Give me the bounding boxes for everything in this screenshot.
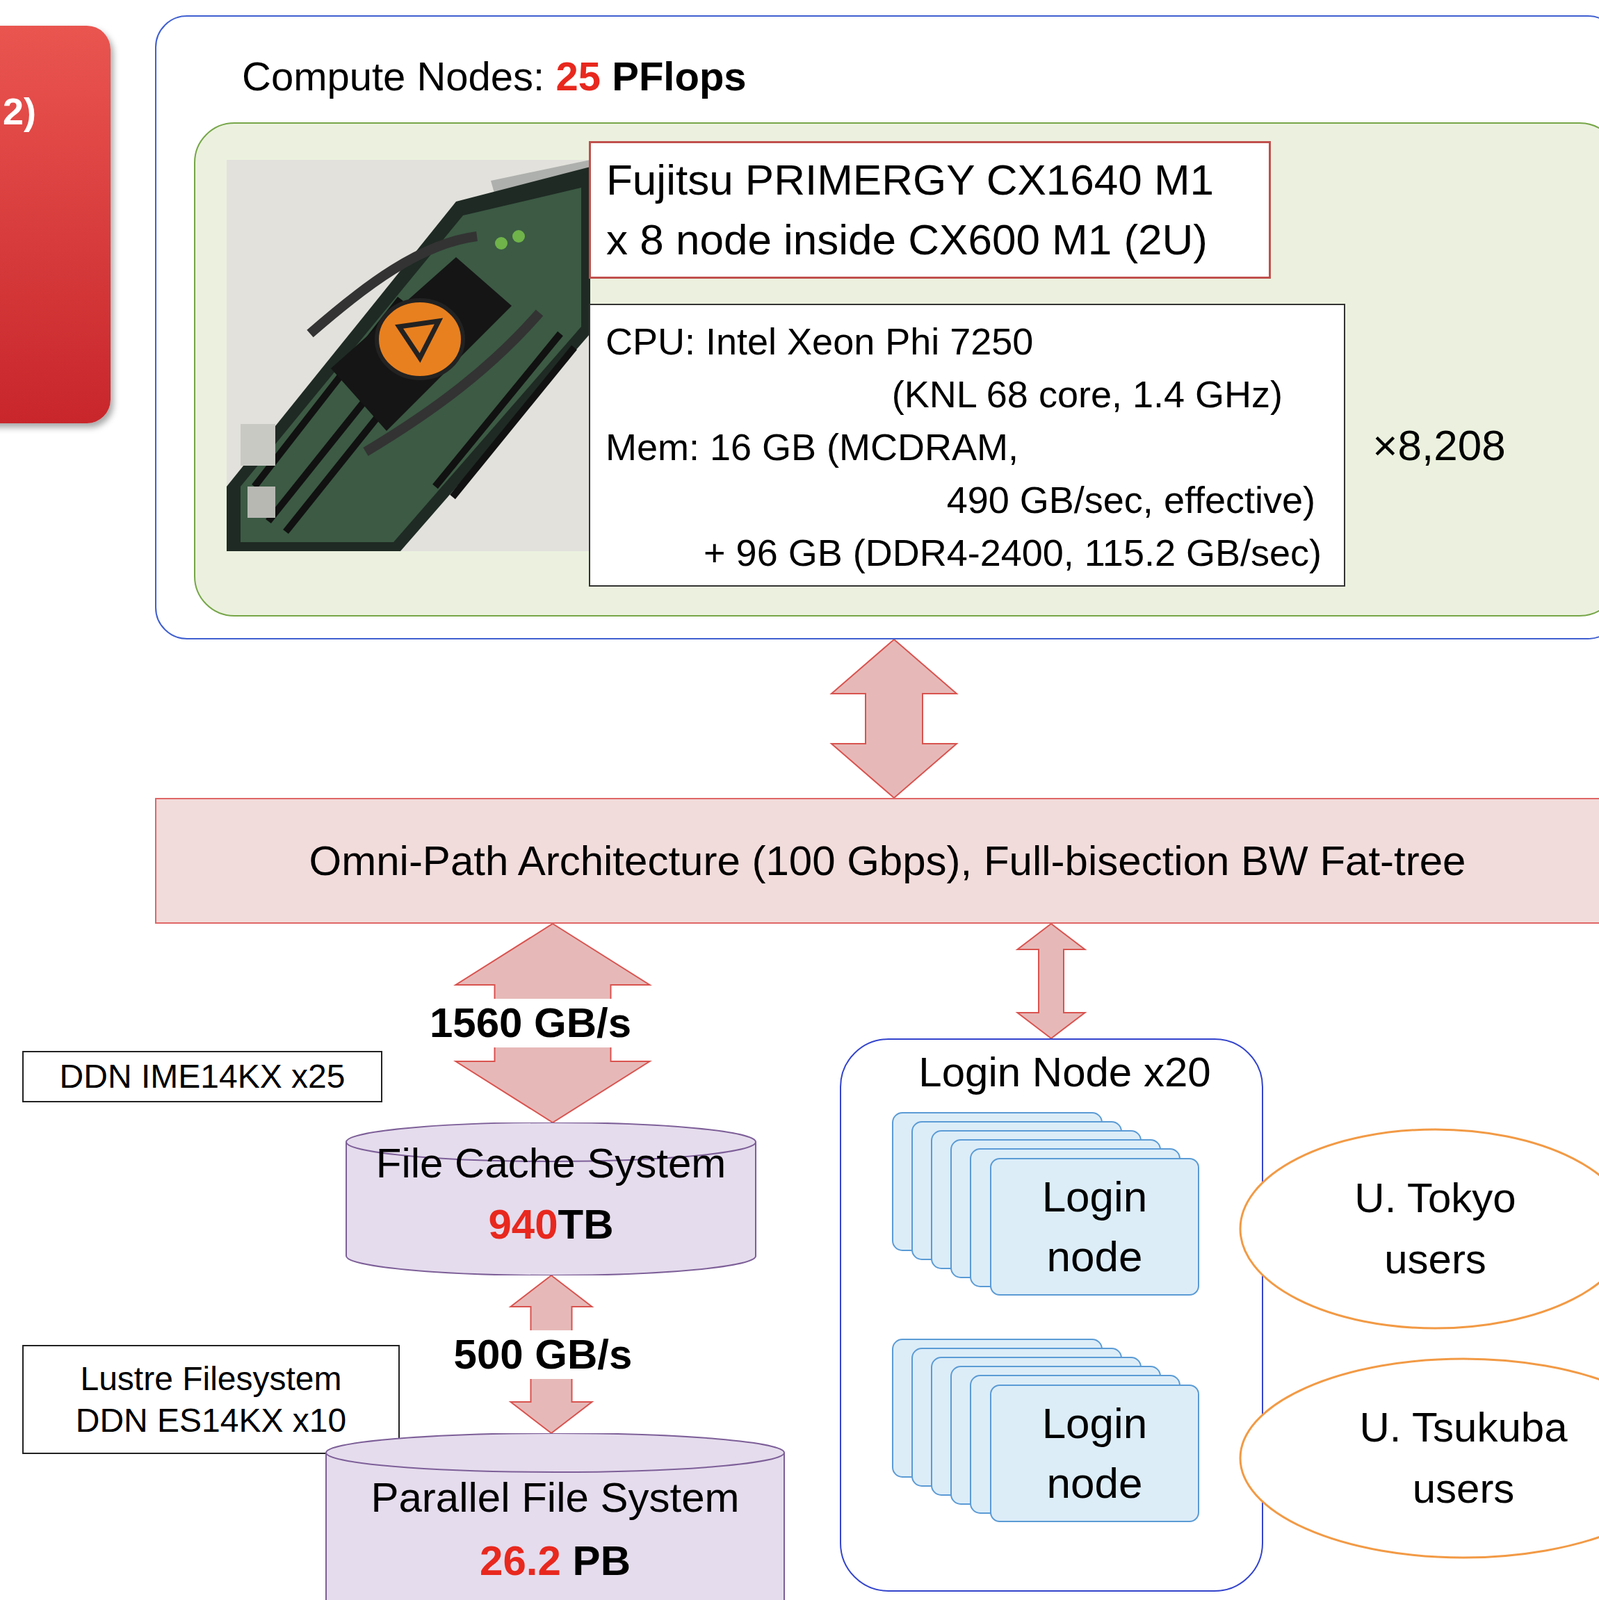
cylinder-body <box>326 1433 785 1600</box>
label-box: Lustre Filesystem DDN ES14KX x10 <box>22 1345 400 1455</box>
storage-cylinder: Parallel File System 26.2PB <box>324 1433 786 1600</box>
node-text: 25 <box>555 53 601 99</box>
cylinder-body <box>346 1122 756 1276</box>
node-text: U. Tokyo users <box>1331 1167 1540 1291</box>
block-arrow <box>1017 923 1086 1039</box>
login-group: Login Node x20Login nodeLogin node <box>839 1038 1264 1593</box>
label-box: DDN IME14KX x25 <box>22 1051 383 1103</box>
block-arrow <box>831 639 957 799</box>
illustration-part <box>399 321 439 359</box>
node-text: PB <box>572 1537 631 1585</box>
ellipse-outline <box>1240 1359 1599 1558</box>
illustration-part <box>452 347 575 498</box>
node-text: Login node <box>1011 1393 1179 1514</box>
ellipse-shape <box>1238 1357 1599 1561</box>
node-text: DDN IME14KX x25 <box>59 1056 346 1098</box>
node-text: File Cache System <box>376 1140 727 1187</box>
text-line: Parallel File System <box>324 1473 786 1523</box>
node-text: 490 GB/sec, effective) <box>946 479 1316 521</box>
illustration-part <box>240 187 582 543</box>
node-text: Login node <box>1011 1167 1179 1287</box>
ellipse-shape <box>1238 1127 1599 1331</box>
login-node-card: Login node <box>989 1158 1200 1296</box>
server-model-box: Fujitsu PRIMERGY CX1640 M1 x 8 node insi… <box>588 141 1271 279</box>
node-text: 26.2 <box>479 1537 562 1585</box>
spec-box: CPU: Intel Xeon Phi 7250 (KNL 68 core, 1.… <box>588 303 1346 587</box>
node-text: Fujitsu PRIMERGY CX1640 M1 x 8 node insi… <box>606 150 1232 270</box>
node-text: Parallel File System <box>370 1474 740 1522</box>
node-text: TB <box>558 1201 614 1248</box>
cylinder-lip <box>326 1453 785 1473</box>
bandwidth-label: 1560 GB/s <box>424 999 637 1048</box>
node-text: + 96 GB (DDR4-2400, 115.2 GB/sec) <box>703 531 1322 574</box>
node-text: PFlops <box>611 53 746 99</box>
storage-cylinder: File Cache System 940TB <box>344 1122 758 1276</box>
text-line: File Cache System <box>344 1139 758 1189</box>
illustration-part <box>494 237 508 250</box>
node-text: Mem: 16 GB (MCDRAM, <box>605 426 1019 468</box>
illustration-part <box>254 298 575 532</box>
text-line: Mem: 16 GB (MCDRAM, <box>605 420 1344 474</box>
text-line: Compute Nodes:25PFlops <box>241 51 1599 102</box>
text-line: 940TB <box>344 1200 758 1250</box>
user-ellipse: U. Tokyo users <box>1238 1127 1599 1331</box>
illustration-part <box>226 166 591 552</box>
text-line: + 96 GB (DDR4-2400, 115.2 GB/sec) <box>590 526 1322 580</box>
node-text: 940 <box>488 1201 558 1248</box>
illustration-part <box>247 486 276 518</box>
login-node-card: Login node <box>989 1384 1200 1523</box>
board-photo <box>226 159 591 552</box>
node-text: 2) <box>2 90 37 133</box>
node-group: ×8,208 Fujitsu PRIMERGY CX1640 M1 x 8 nod… <box>193 122 1599 617</box>
node-text: Lustre Filesystem DDN ES14KX x10 <box>41 1358 382 1442</box>
bandwidth-label: 500 GB/s <box>448 1330 639 1380</box>
text-line: 490 GB/sec, effective) <box>590 473 1316 527</box>
node-text: CPU: Intel Xeon Phi 7250 <box>605 320 1034 363</box>
node-text: Compute Nodes: <box>241 53 545 99</box>
illustration-part <box>376 300 464 379</box>
node-text: U. Tsukuba users <box>1338 1397 1589 1520</box>
illustration-part <box>512 230 525 243</box>
user-ellipse: U. Tsukuba users <box>1238 1357 1599 1561</box>
text-line: Login Node x20 <box>867 1048 1262 1098</box>
illustration-part <box>330 257 512 432</box>
illustration-part <box>226 159 591 552</box>
compute-panel: Compute Nodes:25PFlops ×8,208 Fujitsu PRI… <box>155 15 1599 640</box>
node-text: Omni-Path Architecture (100 Gbps), Full-… <box>309 836 1467 887</box>
text-line: CPU: Intel Xeon Phi 7250 <box>605 314 1344 368</box>
node-text: ×8,208 <box>1372 421 1506 470</box>
node-text: Login Node x20 <box>918 1049 1211 1096</box>
ellipse-outline <box>1240 1129 1599 1329</box>
section-tab: 2) <box>0 25 111 424</box>
network-band: Omni-Path Architecture (100 Gbps), Full-… <box>155 798 1599 924</box>
text-line: 2) <box>2 86 111 136</box>
illustration-part <box>240 424 276 466</box>
text-line: 26.2PB <box>324 1537 786 1586</box>
node-text: (KNL 68 core, 1.4 GHz) <box>891 373 1283 416</box>
text-line: (KNL 68 core, 1.4 GHz) <box>590 367 1283 421</box>
